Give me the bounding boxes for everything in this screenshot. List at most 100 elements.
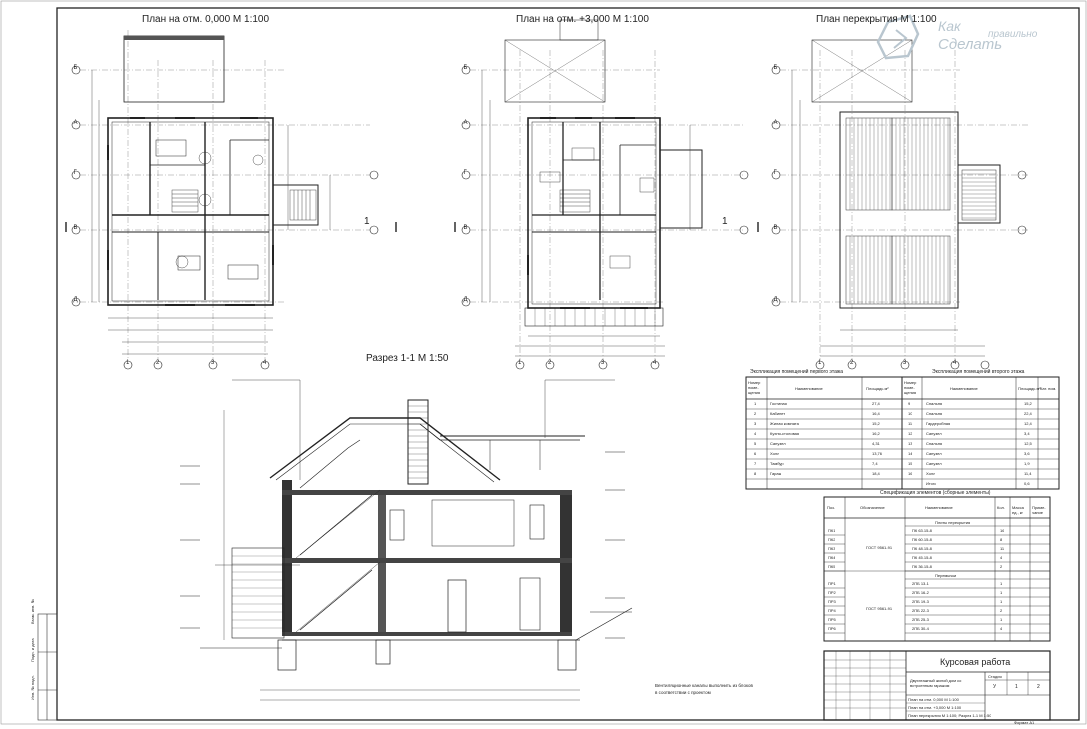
- axis-col-label: 4: [263, 360, 267, 366]
- table1-cell: 7,4: [872, 461, 878, 466]
- plan-second-floor: [454, 19, 759, 370]
- table1-title: Экспликация помещений первого этажа: [750, 369, 843, 375]
- axis-col-label: 4: [953, 360, 957, 366]
- note-line-1: Вентиляционные каналы выполнить из блоко…: [655, 683, 753, 688]
- table3-cell: 4: [1000, 555, 1003, 560]
- table3-group: Перемычки: [935, 572, 957, 578]
- table3-cell: 2: [1000, 564, 1003, 569]
- table3-cell: ПК2: [828, 537, 836, 542]
- table3-designation: ГОСТ 9561-91: [866, 545, 893, 550]
- table2-header: Номер поме-щения: [904, 380, 917, 395]
- table3-cell: 8: [1000, 537, 1003, 542]
- table2-cell: 3,6: [1024, 451, 1030, 456]
- stamp-line-1: План на отм. 0,000 М 1:100: [908, 697, 959, 702]
- table2-cell: 11: [908, 421, 913, 426]
- table3-cell: ПК 45.15-8: [912, 555, 932, 560]
- table3-cell: 1: [1000, 581, 1003, 586]
- table2-cell: 12,4: [1024, 421, 1032, 426]
- stamp-stage: У: [993, 684, 997, 690]
- axis-row-label: Д: [773, 297, 778, 303]
- axis-row-label: Г: [463, 170, 467, 176]
- table1-cell: 13,76: [872, 451, 883, 456]
- table1-cell: Жилая комната: [770, 421, 799, 426]
- stamp-stage-label: Стадия: [988, 674, 1002, 679]
- table3-header: Поз.: [827, 505, 835, 510]
- axis-row-label: В: [773, 225, 778, 231]
- table1-cell: 1: [754, 401, 757, 406]
- axis-col-label: 1: [126, 360, 130, 366]
- table1-cell: 7: [754, 461, 757, 466]
- table1-cell: 4: [754, 431, 757, 436]
- table3-header: Масса ед., кг: [1012, 505, 1024, 515]
- table1-cell: 18,4: [872, 471, 880, 476]
- cut-mark-label-2: 1: [722, 216, 728, 227]
- table2-cell: 14: [908, 451, 913, 456]
- table3-header: Наименование: [925, 505, 953, 510]
- table3-cell: ПР1: [828, 581, 836, 586]
- table2-cell: 15,2: [1024, 401, 1032, 406]
- side-strip: [37, 613, 58, 721]
- axis-row-label: А: [463, 120, 468, 126]
- note-line-2: в соответствии с проектом: [655, 690, 711, 695]
- plan-ground-floor: [65, 30, 397, 370]
- axis-row-label: Б: [463, 65, 468, 71]
- table1-cell: 5: [754, 441, 757, 446]
- table2-cell: 0,6: [1024, 481, 1030, 486]
- table3-cell: ПК5: [828, 564, 836, 569]
- table2-cell: 15: [908, 461, 913, 466]
- table2-cell: Итого: [926, 481, 937, 486]
- table3-cell: ПК4: [828, 555, 836, 560]
- plan-floor-slabs: [771, 39, 1030, 370]
- axis-col-label: 3: [601, 360, 605, 366]
- sheet-frame: [56, 7, 1080, 721]
- table1-cell: 6: [754, 451, 757, 456]
- axis-col-label: 1: [818, 360, 822, 366]
- table2-cell: 12: [908, 431, 913, 436]
- table1-cell: Кабинет: [770, 411, 786, 416]
- title-plan-second: План на отм. +3,000 М 1:100: [516, 14, 649, 25]
- table3-cell: 4: [1000, 626, 1003, 631]
- table2-cell: 11,4: [1024, 471, 1032, 476]
- watermark-line2: Сделать: [938, 36, 1003, 53]
- table1-cell: 27,4: [872, 401, 880, 406]
- stamp-page: 1: [1015, 684, 1018, 690]
- side-label-1: Инв. № подл.: [30, 675, 35, 700]
- axis-row-label: Д: [463, 297, 468, 303]
- table3-cell: 1: [1000, 617, 1003, 622]
- axis-row-label: В: [463, 225, 468, 231]
- axis-col-label: 4: [653, 360, 657, 366]
- table1-cell: 16,2: [872, 431, 880, 436]
- table2-cell: 3,4: [1024, 431, 1030, 436]
- table2-cell: Санузел: [926, 431, 942, 436]
- table1-header: Номер поме-щения: [748, 380, 761, 395]
- table3-cell: ПР2: [828, 590, 836, 595]
- axis-row-label: А: [73, 120, 78, 126]
- table3-header: Обозначение: [860, 505, 885, 510]
- table1-cell: Кухня-столовая: [770, 431, 800, 436]
- table2-cell: 13: [908, 441, 913, 446]
- title-section: Разрез 1-1 М 1:50: [366, 353, 449, 364]
- table1-cell: Гостиная: [770, 401, 787, 406]
- table1-cell: 16,4: [872, 411, 880, 416]
- table3-header: Кол.: [997, 505, 1005, 510]
- table3-cell: 16: [1000, 528, 1005, 533]
- table-room-list: [745, 376, 1060, 490]
- table3-cell: 1: [1000, 590, 1003, 595]
- table2-cell: 10: [908, 411, 913, 416]
- table3-cell: 2ПБ 25-3: [912, 617, 929, 622]
- stamp-line-2: План на отм. +3,000 М 1:100: [908, 705, 962, 710]
- table3-cell: ПР5: [828, 617, 836, 622]
- table3-cell: 2ПБ 19-3: [912, 599, 929, 604]
- table2-cell: Гардеробная: [926, 421, 951, 426]
- table2-cell: Спальня: [926, 411, 943, 416]
- watermark-logo-icon: [876, 14, 920, 60]
- stamp-format: Формат А1: [1014, 720, 1035, 725]
- table1-cell: 4,31: [872, 441, 880, 446]
- table2-cell: Холл: [926, 471, 936, 476]
- title-plan-ground: План на отм. 0,000 М 1:100: [142, 14, 270, 25]
- table3-cell: ПК 60.15-8: [912, 537, 932, 542]
- table3-cell: 2ПБ 16-2: [912, 590, 929, 595]
- table3-cell: ПК3: [828, 546, 836, 551]
- table2-cell: 9: [908, 401, 911, 406]
